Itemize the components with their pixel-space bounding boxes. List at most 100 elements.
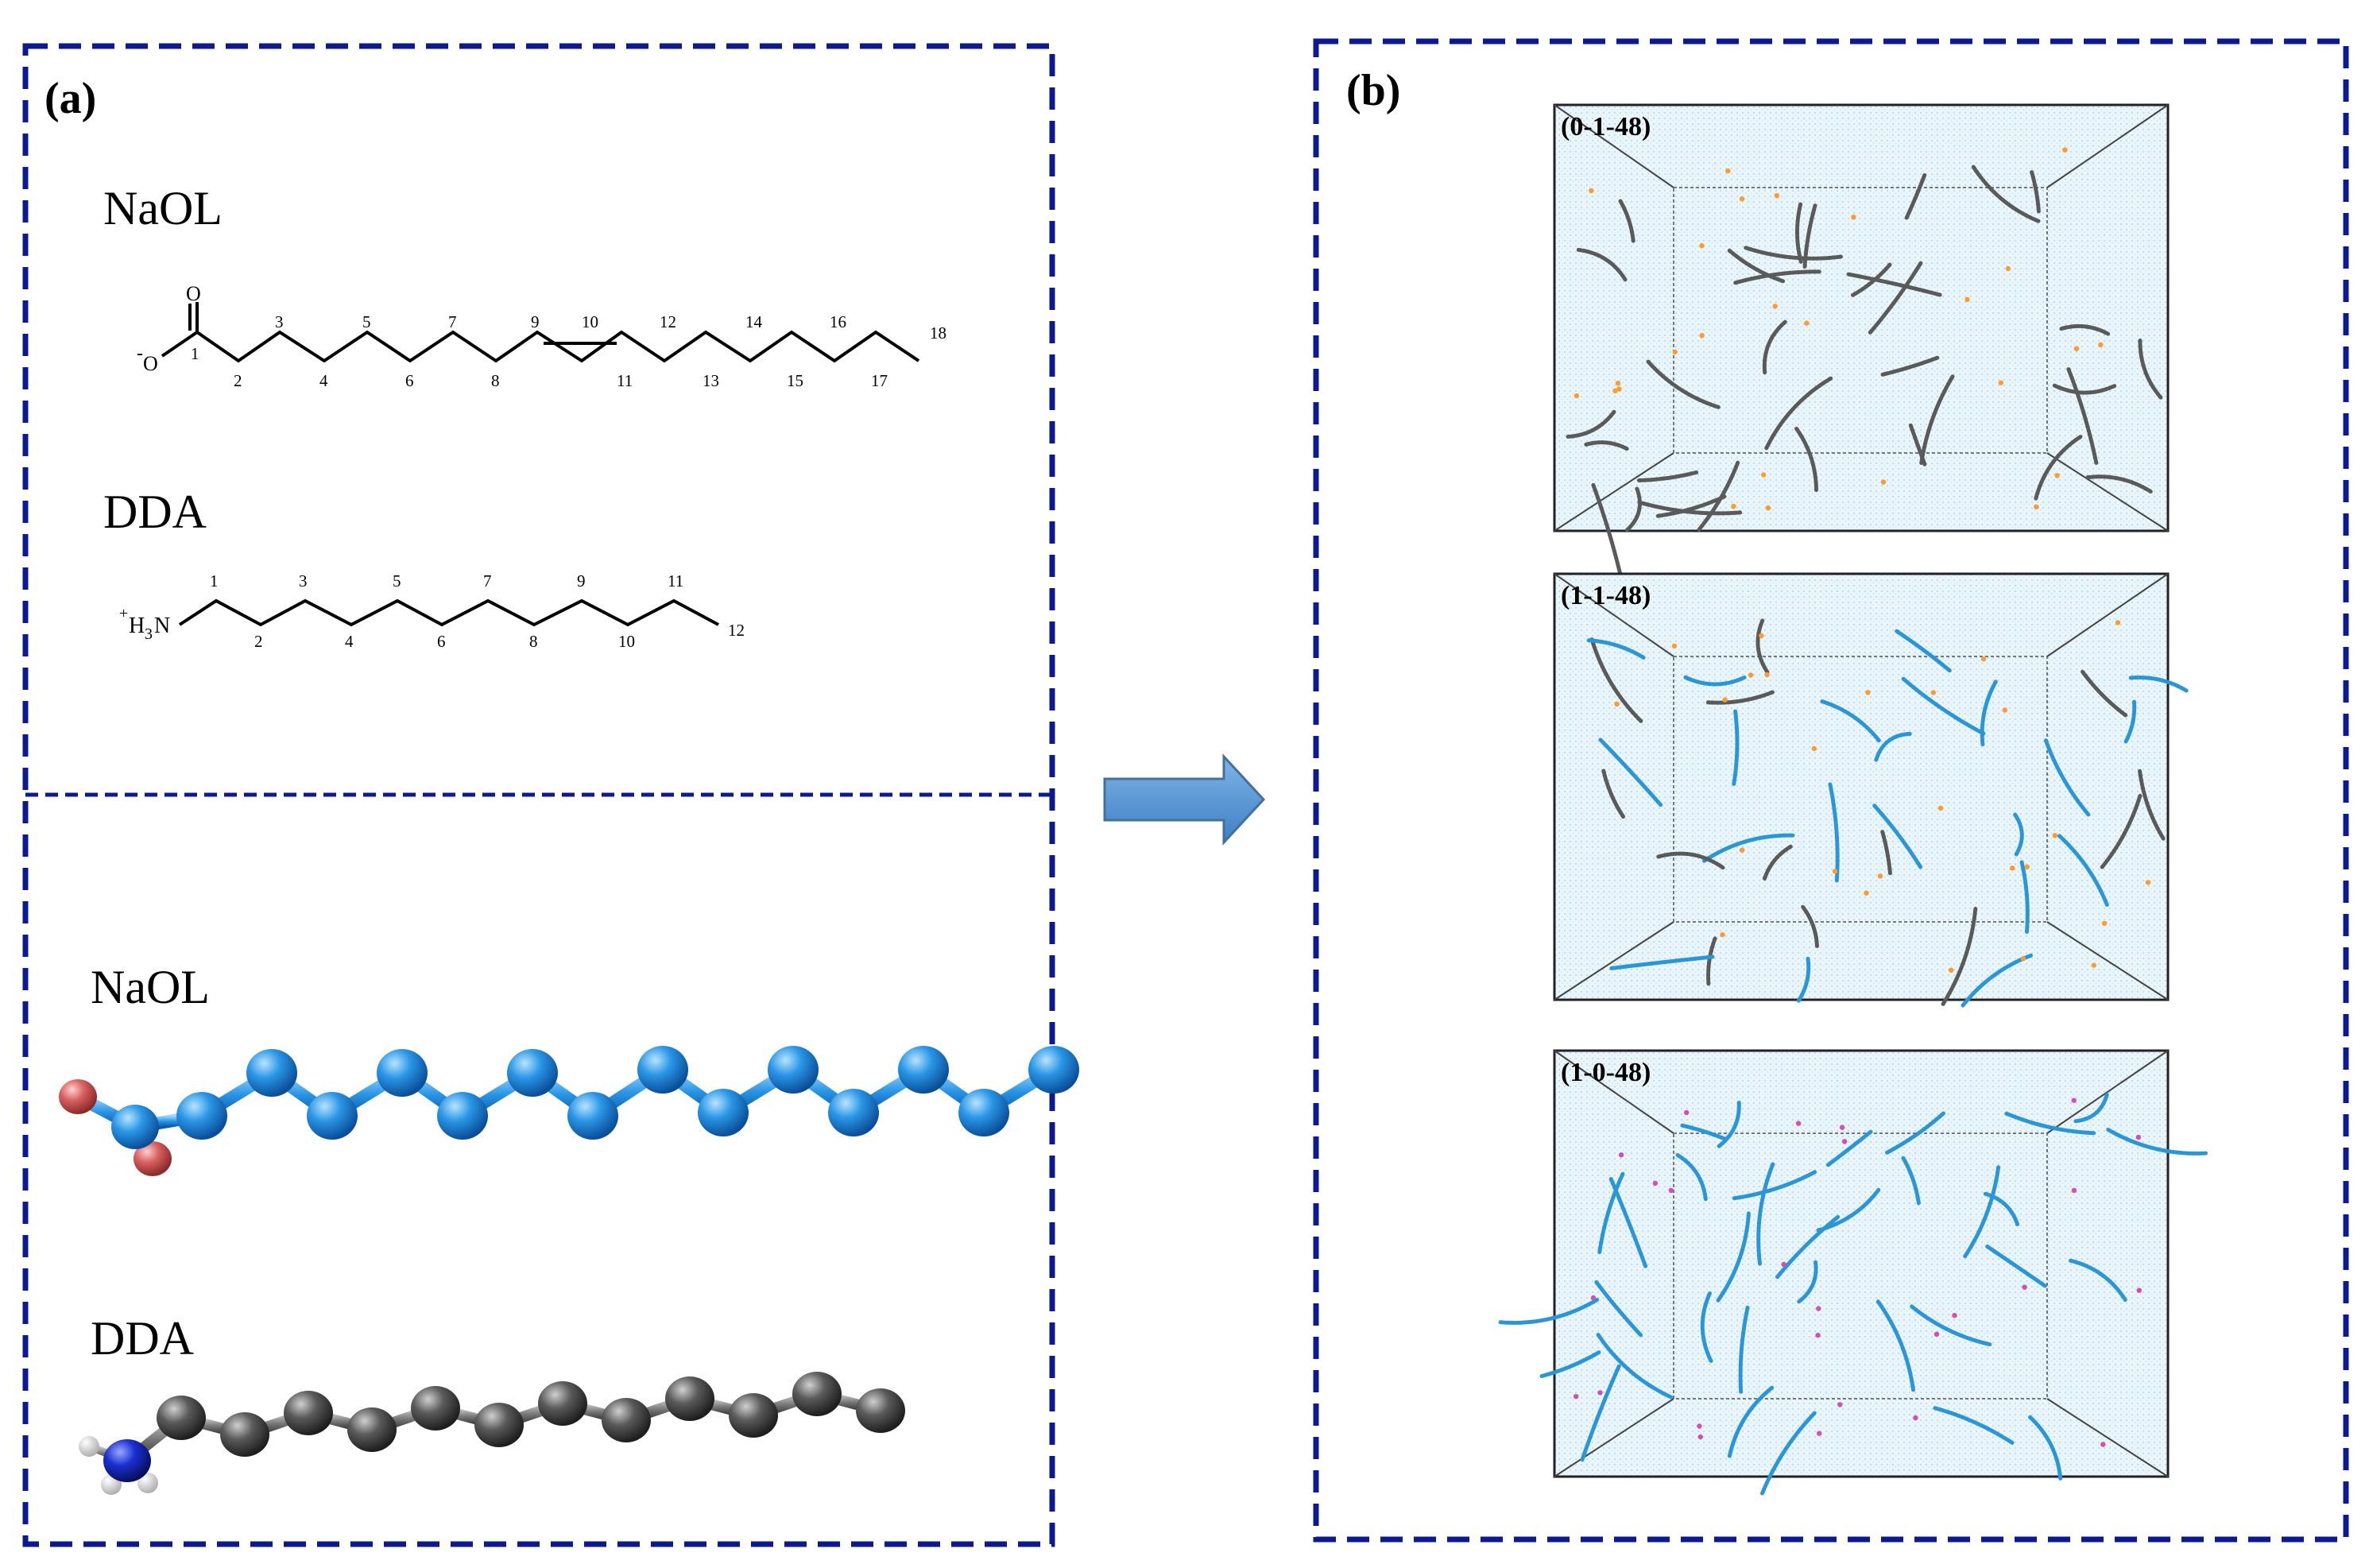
dda-molecule (1565, 409, 1616, 439)
ion-dot (1699, 333, 1705, 339)
naol-molecule (1895, 629, 1953, 673)
naol-molecule (1901, 1156, 1921, 1206)
naol-carbon-bead (437, 1092, 488, 1140)
naol-model-beads (59, 1046, 1079, 1176)
dda-structure-title: DDA (103, 486, 207, 538)
naol-c5: 5 (362, 312, 371, 331)
dda-carbon-bead (602, 1398, 651, 1442)
ion-dot (1832, 869, 1838, 874)
ion-dot (2010, 865, 2015, 871)
naol-c13: 13 (703, 371, 719, 390)
dda-molecule (1706, 936, 1717, 986)
ion-dot (1652, 1180, 1659, 1187)
naol-molecule (1963, 1165, 2001, 1259)
ion-dot (1597, 1390, 1603, 1396)
dda-molecule (1589, 637, 1643, 723)
naol-molecule (1596, 1333, 1674, 1400)
dda-molecule (1637, 500, 1743, 516)
dda-c12: 12 (728, 621, 745, 640)
ion-dot (1720, 931, 1725, 938)
dda-molecule (1625, 486, 1642, 532)
dda-molecule (1846, 272, 1942, 297)
dda-hydrogen-bead (79, 1436, 99, 1457)
naol-c15: 15 (787, 371, 803, 390)
ion-dot (2020, 956, 2026, 962)
naol-molecule (1700, 1291, 1713, 1363)
ion-dot (1668, 1187, 1674, 1194)
naol-molecule (2073, 1092, 2109, 1124)
dda-c4: 4 (345, 632, 354, 651)
dda-molecule (2059, 323, 2111, 336)
naol-molecule (1828, 782, 1840, 883)
snapshot-label: (1-0-48) (1561, 1058, 1651, 1087)
dda-molecule (1762, 844, 1793, 881)
ion-dot (1672, 349, 1678, 355)
dda-molecule (1762, 319, 1787, 375)
dda-molecule (2052, 383, 2117, 395)
ion-dot (2002, 707, 2007, 713)
naol-molecule (2069, 1258, 2127, 1303)
dda-c2: 2 (254, 632, 263, 651)
dda-molecule (1744, 246, 1843, 261)
naol-skeleton-chain (195, 302, 920, 363)
naol-c9: 9 (531, 312, 540, 331)
naol-molecule (1539, 1350, 1601, 1379)
naol-model-title: NaOL (91, 961, 210, 1013)
naol-molecule (2057, 834, 2109, 907)
dda-carbon-bead (665, 1376, 714, 1421)
ion-dot (1837, 1402, 1843, 1407)
ion-dot (1864, 890, 1869, 896)
ion-dot (1765, 505, 1771, 511)
naol-carbon-bead (507, 1049, 558, 1097)
dda-molecule (2100, 793, 2143, 869)
naol-c12: 12 (660, 312, 676, 331)
dda-molecule (2066, 367, 2099, 466)
ion-dot (2091, 962, 2096, 968)
naol-carbon-bead (176, 1092, 227, 1140)
naol-c1: 1 (191, 344, 199, 363)
ion-dot (1804, 320, 1810, 326)
dda-carbon-bead (729, 1393, 778, 1438)
naol-carbon-bead (698, 1089, 749, 1136)
naol-molecule (1680, 1123, 1729, 1142)
dda-molecule (2081, 669, 2128, 718)
naol-oxygen-top: O (186, 282, 201, 305)
naol-carbon-bead (1028, 1046, 1079, 1094)
naol-molecule (1983, 1191, 2020, 1227)
dda-molecule (1727, 248, 1786, 284)
naol-molecule (1796, 956, 1811, 1003)
dda-molecule (1584, 440, 1629, 451)
ion-dot (2052, 833, 2057, 838)
dda-molecule (1941, 907, 1978, 1006)
dda-molecule (2030, 170, 2041, 214)
naol-molecule (1702, 833, 1795, 863)
naol-c10: 10 (582, 312, 598, 331)
ion-dot (1877, 873, 1883, 879)
dda-molecule (2138, 769, 2166, 841)
ion-dot (2071, 1098, 2077, 1103)
ion-dot (1781, 1261, 1786, 1268)
dda-molecule (1656, 851, 1725, 870)
ion-dot (2135, 1134, 2141, 1140)
dda-molecule (1971, 165, 2042, 224)
naol-c3: 3 (275, 312, 284, 331)
snapshot-perspective-edge (2046, 104, 2169, 188)
ion-dot (1697, 1434, 1703, 1440)
naol-molecule (2128, 676, 2189, 693)
snapshot-label: (0-1-48) (1561, 112, 1651, 141)
dda-molecule (1591, 482, 1622, 575)
dda-molecule (1576, 247, 1628, 282)
dda-carbon-bead (220, 1412, 269, 1457)
panel-a: (a) NaOL O - O 1 2 3 4 5 6 7 8 9 10 11 (22, 43, 1079, 1547)
dda-carbon-bead (411, 1386, 460, 1431)
ion-dot (1815, 1332, 1821, 1338)
dda-molecule (1904, 173, 1927, 221)
naol-molecule (1760, 1411, 1817, 1496)
naol-molecule (2004, 1111, 2097, 1136)
naol-molecule (2028, 1415, 2063, 1481)
ion-dot (2100, 1442, 2106, 1447)
naol-carbon-bead (898, 1046, 949, 1094)
naol-molecule (1875, 1299, 1915, 1392)
naol-c8: 8 (491, 371, 500, 390)
dda-carbon-bead (157, 1396, 206, 1440)
